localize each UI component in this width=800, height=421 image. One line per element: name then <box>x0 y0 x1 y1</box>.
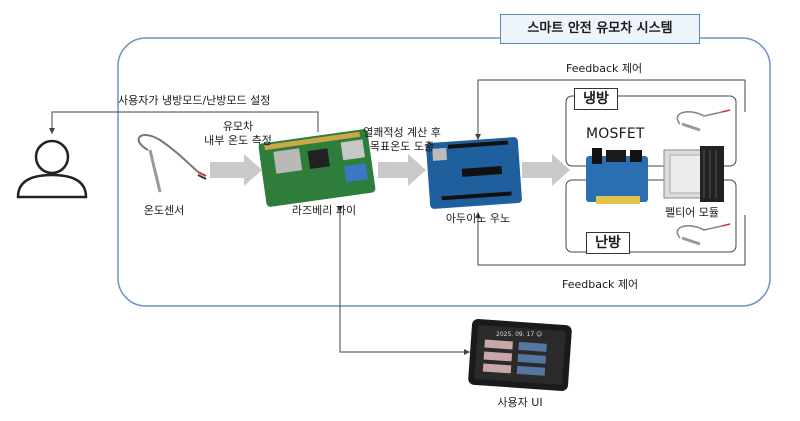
arduino-uno-board <box>426 137 522 209</box>
heating-frame <box>565 179 737 253</box>
cooling-frame <box>565 95 737 167</box>
user-icon <box>16 139 88 199</box>
rpi-label: 라즈베리 파이 <box>291 204 357 217</box>
flow-arrow-1 <box>210 154 262 186</box>
feedback-bottom-line <box>475 212 746 266</box>
arduino-label: 아두이노 우노 <box>445 212 511 225</box>
raspberry-pi-board <box>258 129 376 207</box>
rpi-ui-line <box>339 212 470 355</box>
ui-screen-date: 2025. 09. 17 ☺ <box>496 331 543 338</box>
flow-arrow-3 <box>522 154 570 186</box>
sensor-label: 온도센서 <box>143 204 185 217</box>
measure-label-2: 내부 온도 측정 <box>204 134 272 147</box>
cooling-label: 냉방 <box>574 88 618 110</box>
mosfet-label: MOSFET <box>586 126 645 142</box>
calc-label-1: 열쾌적성 계산 후 <box>363 126 441 139</box>
feedback-top-label: Feedback 제어 <box>566 62 643 75</box>
feedback-bottom-label: Feedback 제어 <box>562 278 639 291</box>
peltier-module <box>663 146 724 202</box>
feedback-top-line <box>475 79 746 140</box>
measure-label-1: 유모차 <box>222 120 254 133</box>
system-title: 스마트 안전 유모차 시스템 <box>500 14 700 44</box>
peltier-label: 펠티어 모듈 <box>664 206 720 219</box>
system-frame <box>117 37 771 307</box>
ui-label: 사용자 UI <box>497 396 543 409</box>
flow-arrow-2 <box>378 154 426 186</box>
cooling-probe-icon <box>676 109 731 132</box>
temperature-sensor-icon <box>137 134 207 193</box>
mosfet-module <box>586 148 648 204</box>
user-ui-device <box>468 318 572 392</box>
user-mode-line <box>49 111 319 134</box>
user-mode-label: 사용자가 냉방모드/난방모드 설정 <box>118 94 271 107</box>
calc-label-2: 목표온도 도출 <box>369 140 435 153</box>
heating-label: 난방 <box>586 232 630 254</box>
heating-probe-icon <box>676 223 731 246</box>
